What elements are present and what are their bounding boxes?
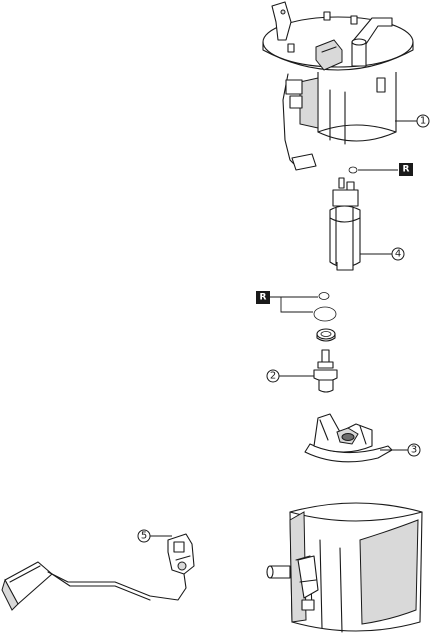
fuel-reservoir-cup <box>266 502 423 633</box>
spacer-ring <box>316 328 336 342</box>
svg-text:R: R <box>260 293 267 303</box>
callout-2: 2 <box>266 369 280 383</box>
o-ring-leaders <box>270 296 318 313</box>
pump-holder-bracket <box>304 413 393 463</box>
replace-badge-mid: R <box>256 291 270 304</box>
callout-1: 1 <box>416 114 430 128</box>
o-ring-large <box>313 306 337 322</box>
svg-text:2: 2 <box>270 371 276 382</box>
replace-badge-top: R <box>399 163 413 176</box>
fuel-gauge-sender-unit <box>1 533 195 611</box>
callout-3: 3 <box>407 443 421 457</box>
svg-text:3: 3 <box>411 445 417 456</box>
callout-5: 5 <box>137 529 151 543</box>
svg-text:1: 1 <box>420 116 426 127</box>
fuel-pressure-regulator <box>313 349 338 393</box>
callout-4: 4 <box>391 247 405 261</box>
o-ring-small-top <box>348 166 398 174</box>
svg-text:R: R <box>403 165 410 175</box>
o-ring-small <box>318 292 330 300</box>
fuel-pump-unit-assembly <box>262 1 414 171</box>
svg-text:4: 4 <box>395 249 401 260</box>
svg-text:5: 5 <box>141 531 147 542</box>
fuel-pump-motor <box>329 177 361 271</box>
